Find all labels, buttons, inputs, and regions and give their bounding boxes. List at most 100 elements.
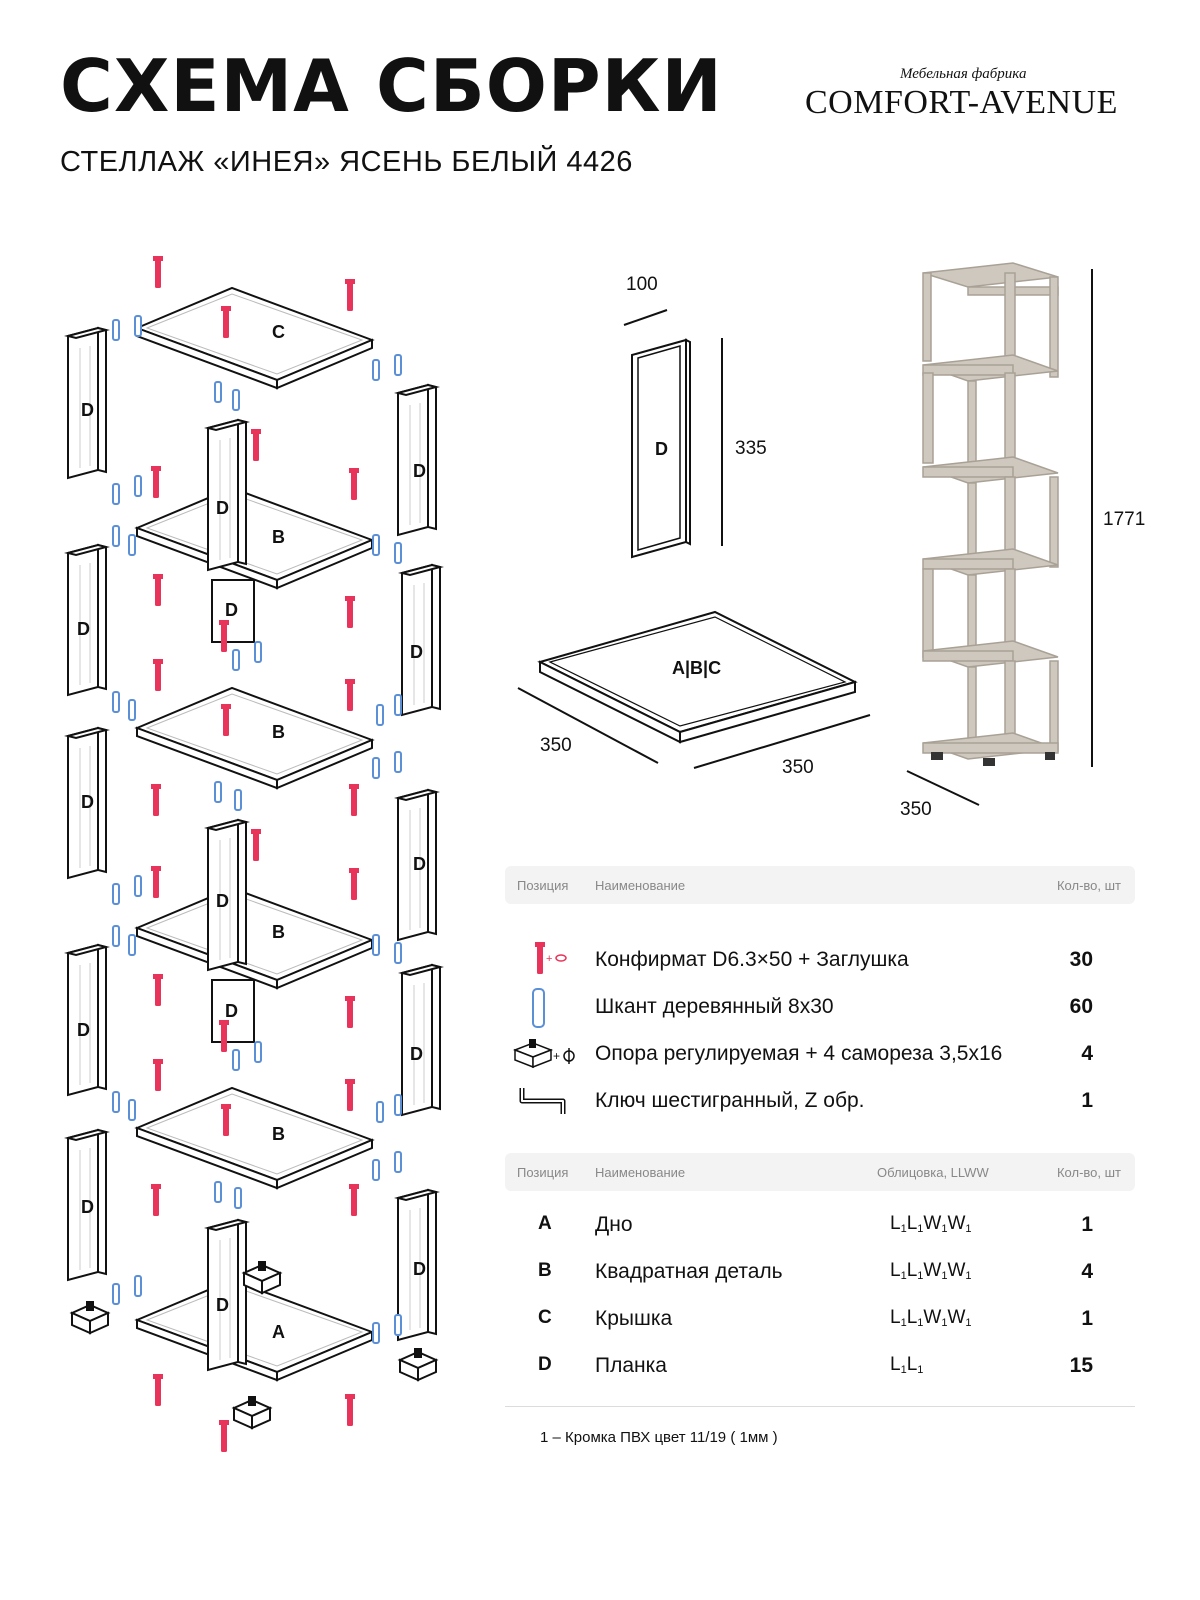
plank-dimension-drawing: 100 D 335 [623,274,767,559]
label-d-14: D [413,1259,426,1279]
dowel-icon [372,359,380,381]
dowel-icon [214,381,222,403]
hardware-table-header: Позиция Наименование Кол-во, шт [505,866,1135,904]
part-finish: L1L1W1W1 [890,1307,972,1329]
hardware-row: Шкант деревянный 8х30 60 [505,987,1135,1028]
label-d-1: D [81,400,94,420]
dowel-icon [112,319,120,341]
col-finish: Облицовка, LLWW [877,1165,989,1180]
dowel-icon [134,315,142,337]
parts-row: A Дно L1L1W1W1 1 [505,1205,1135,1245]
screw-icon [153,256,163,288]
dowel-icon [394,942,402,964]
screw-icon [345,596,355,628]
part-name: Крышка [595,1307,673,1330]
dowel-icon [232,649,240,671]
dowel-icon [394,694,402,716]
dowel-icon [532,988,545,1028]
support-foot-icon: + [513,1039,575,1069]
edge-banding-note: 1 – Кромка ПВХ цвет 11/19 ( 1мм ) [540,1429,778,1446]
dowel-icon [112,483,120,505]
hardware-qty: 30 [1069,948,1093,971]
part-qty: 1 [1081,1307,1093,1330]
screw-icon [345,1394,355,1426]
plank-d-2 [397,384,437,536]
part-position: C [538,1307,552,1328]
dowel-icon [394,542,402,564]
screw-icon [345,1079,355,1111]
hardware-name: Конфирмат D6.3×50 + Заглушка [595,948,909,971]
foot-2 [243,1260,281,1294]
col-position: Позиция [517,878,569,893]
part-qty: 4 [1081,1260,1093,1283]
screw-icon [349,784,359,816]
label-d-12: D [410,1044,423,1064]
dowel-icon [112,925,120,947]
parts-row: D Планка L1L1 15 [505,1346,1135,1386]
brand-logo: COMFORT-AVENUE [805,84,1118,121]
divider [505,1406,1135,1407]
label-d-9: D [216,891,229,911]
dowel-icon [232,389,240,411]
col-name: Наименование [595,1165,686,1180]
dowel-icon [372,1159,380,1181]
dowel-icon [232,1049,240,1071]
hex-key-icon [519,1088,566,1114]
dowel-icon [134,475,142,497]
product-photo: 1771 350 [900,262,1145,820]
plank-d-3 [207,419,247,571]
parts-table-header: Позиция Наименование Облицовка, LLWW Кол… [505,1153,1135,1191]
screw-icon [153,659,163,691]
dowel-icon [112,883,120,905]
dowel-icon [376,1101,384,1123]
foot-4 [233,1395,271,1429]
dowel-icon [214,1181,222,1203]
label-d-11: D [77,1020,90,1040]
dim-plank-height: 335 [735,438,767,459]
label-d-3: D [216,498,229,518]
hardware-qty: 4 [1081,1042,1093,1065]
col-qty: Кол-во, шт [1056,878,1121,893]
screw-icon [345,996,355,1028]
dim-shelf-width: 350 [782,757,814,778]
label-abc-dim: A|B|C [672,658,721,678]
label-b-1: B [272,527,285,547]
part-position: D [538,1354,552,1375]
label-d-2: D [413,461,426,481]
hardware-name: Шкант деревянный 8х30 [595,995,834,1018]
screw-icon: + [535,942,567,974]
screw-icon [151,784,161,816]
part-qty: 1 [1081,1213,1093,1236]
parts-row: B Квадратная деталь L1L1W1W1 4 [505,1252,1135,1292]
dim-shelf-depth: 350 [540,735,572,756]
plank-d-12 [401,964,441,1116]
dim-total-height: 1771 [1103,509,1145,530]
shelf-b-2 [136,687,373,789]
svg-text:+: + [553,1049,560,1063]
dowel-icon [372,534,380,556]
shelf-a [136,1279,373,1381]
col-position: Позиция [517,1165,569,1180]
dowel-icon [112,1091,120,1113]
label-d-7: D [81,792,94,812]
exploded-assembly-diagram: C B B B B A D D D D D D D D D D D D D D … [67,256,441,1452]
screw-icon [153,574,163,606]
hardware-row: Ключ шестигранный, Z обр. 1 [505,1081,1135,1121]
dowel-icon [372,1322,380,1344]
label-d-6: D [410,642,423,662]
part-finish: L1L1W1W1 [890,1260,972,1282]
svg-text:+: + [546,953,552,965]
label-b-2: B [272,722,285,742]
dowel-icon [372,757,380,779]
dowel-icon [254,641,262,663]
screw-icon [151,866,161,898]
shelf-dimension-drawing: A|B|C 350 350 [517,610,871,778]
screw-icon [349,468,359,500]
hardware-name: Ключ шестигранный, Z обр. [595,1089,865,1112]
parts-row: C Крышка L1L1W1W1 1 [505,1299,1135,1339]
hardware-name: Опора регулируемая + 4 самореза 3,5х16 [595,1042,1003,1065]
shelf-b-1 [136,487,373,589]
plank-d-6 [401,564,441,716]
screw-icon [153,1059,163,1091]
label-b-3: B [272,922,285,942]
